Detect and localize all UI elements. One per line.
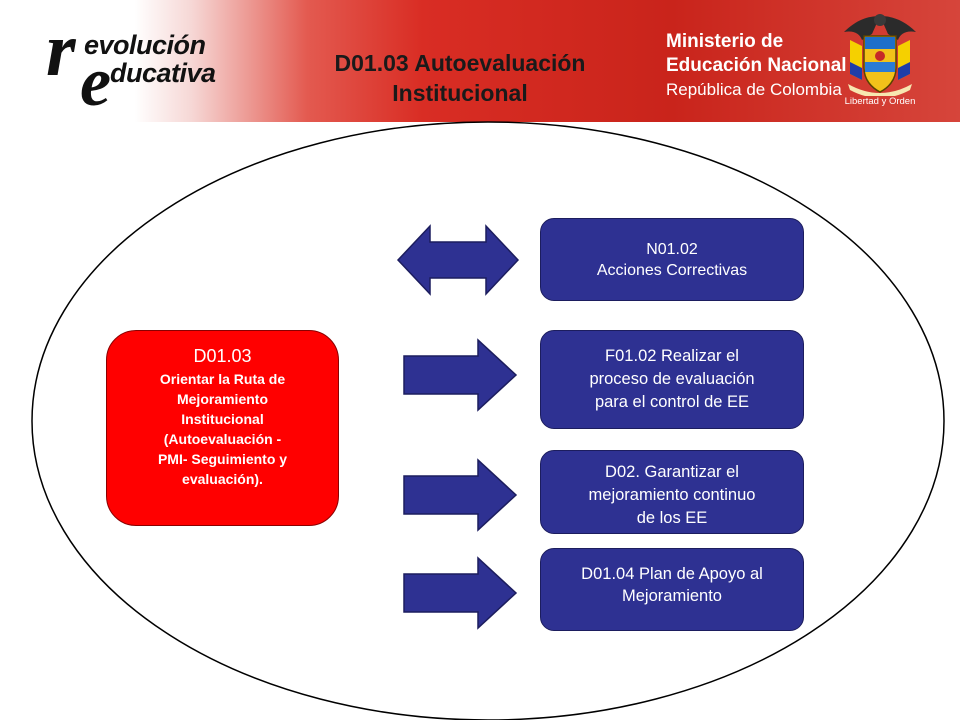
logo-letter-e: e xyxy=(80,44,112,121)
box-line: D01.04 Plan de Apoyo al xyxy=(581,565,763,583)
center-description: Orientar la Ruta de Mejoramiento Institu… xyxy=(107,369,338,489)
revolucion-educativa-logo: r e evolución ducativa xyxy=(44,12,254,118)
page-title: D01.03 Autoevaluación Institucional xyxy=(300,48,620,108)
center-desc-line: Mejoramiento xyxy=(176,391,268,407)
center-process-box: D01.03 Orientar la Ruta de Mejoramiento … xyxy=(106,330,339,526)
coat-caption: Libertad y Orden xyxy=(844,96,916,107)
double-arrow-icon xyxy=(396,224,520,296)
ministry-logo-text: Ministerio de Educación Nacional Repúbli… xyxy=(666,30,847,102)
center-desc-line: evaluación). xyxy=(182,471,263,487)
box-line: F01.02 Realizar el xyxy=(605,347,739,365)
title-line-2: Institucional xyxy=(392,80,528,106)
box-line: N01.02 xyxy=(646,240,698,258)
logo-letter-r: r xyxy=(46,8,76,92)
center-desc-line: Orientar la Ruta de xyxy=(159,371,286,387)
header-banner: r e evolución ducativa D01.03 Autoevalua… xyxy=(0,0,960,122)
box-d02: D02. Garantizar el mejoramiento continuo… xyxy=(540,450,804,534)
box-n01-02: N01.02 Acciones Correctivas xyxy=(540,218,804,301)
title-line-1: D01.03 Autoevaluación xyxy=(334,50,586,76)
box-line: de los EE xyxy=(636,509,708,527)
box-f01-02: F01.02 Realizar el proceso de evaluación… xyxy=(540,330,804,429)
center-desc-line: Institucional xyxy=(181,411,264,427)
logo-word-revolucion: evolución xyxy=(84,30,206,60)
box-line: mejoramiento continuo xyxy=(588,486,756,504)
box-line: D02. Garantizar el xyxy=(605,463,739,481)
logo-word-educativa: ducativa xyxy=(110,58,216,88)
center-desc-line: PMI- Seguimiento y xyxy=(157,451,288,467)
box-line: para el control de EE xyxy=(594,393,750,411)
ministry-line-1: Ministerio de xyxy=(666,31,784,52)
right-arrow-icon xyxy=(403,338,518,412)
center-desc-line: (Autoevaluación - xyxy=(163,431,282,447)
box-line: Acciones Correctivas xyxy=(596,261,748,279)
ministry-line-3: República de Colombia xyxy=(666,80,842,99)
box-line: Mejoramiento xyxy=(622,587,722,605)
center-code: D01.03 xyxy=(193,346,252,366)
right-arrow-icon xyxy=(403,458,518,532)
coat-of-arms-icon: Libertad y Orden xyxy=(838,10,922,107)
box-line: proceso de evaluación xyxy=(589,370,755,388)
right-arrow-icon xyxy=(403,556,518,630)
ministry-line-2: Educación Nacional xyxy=(666,55,847,76)
box-d01-04: D01.04 Plan de Apoyo al Mejoramiento xyxy=(540,548,804,631)
